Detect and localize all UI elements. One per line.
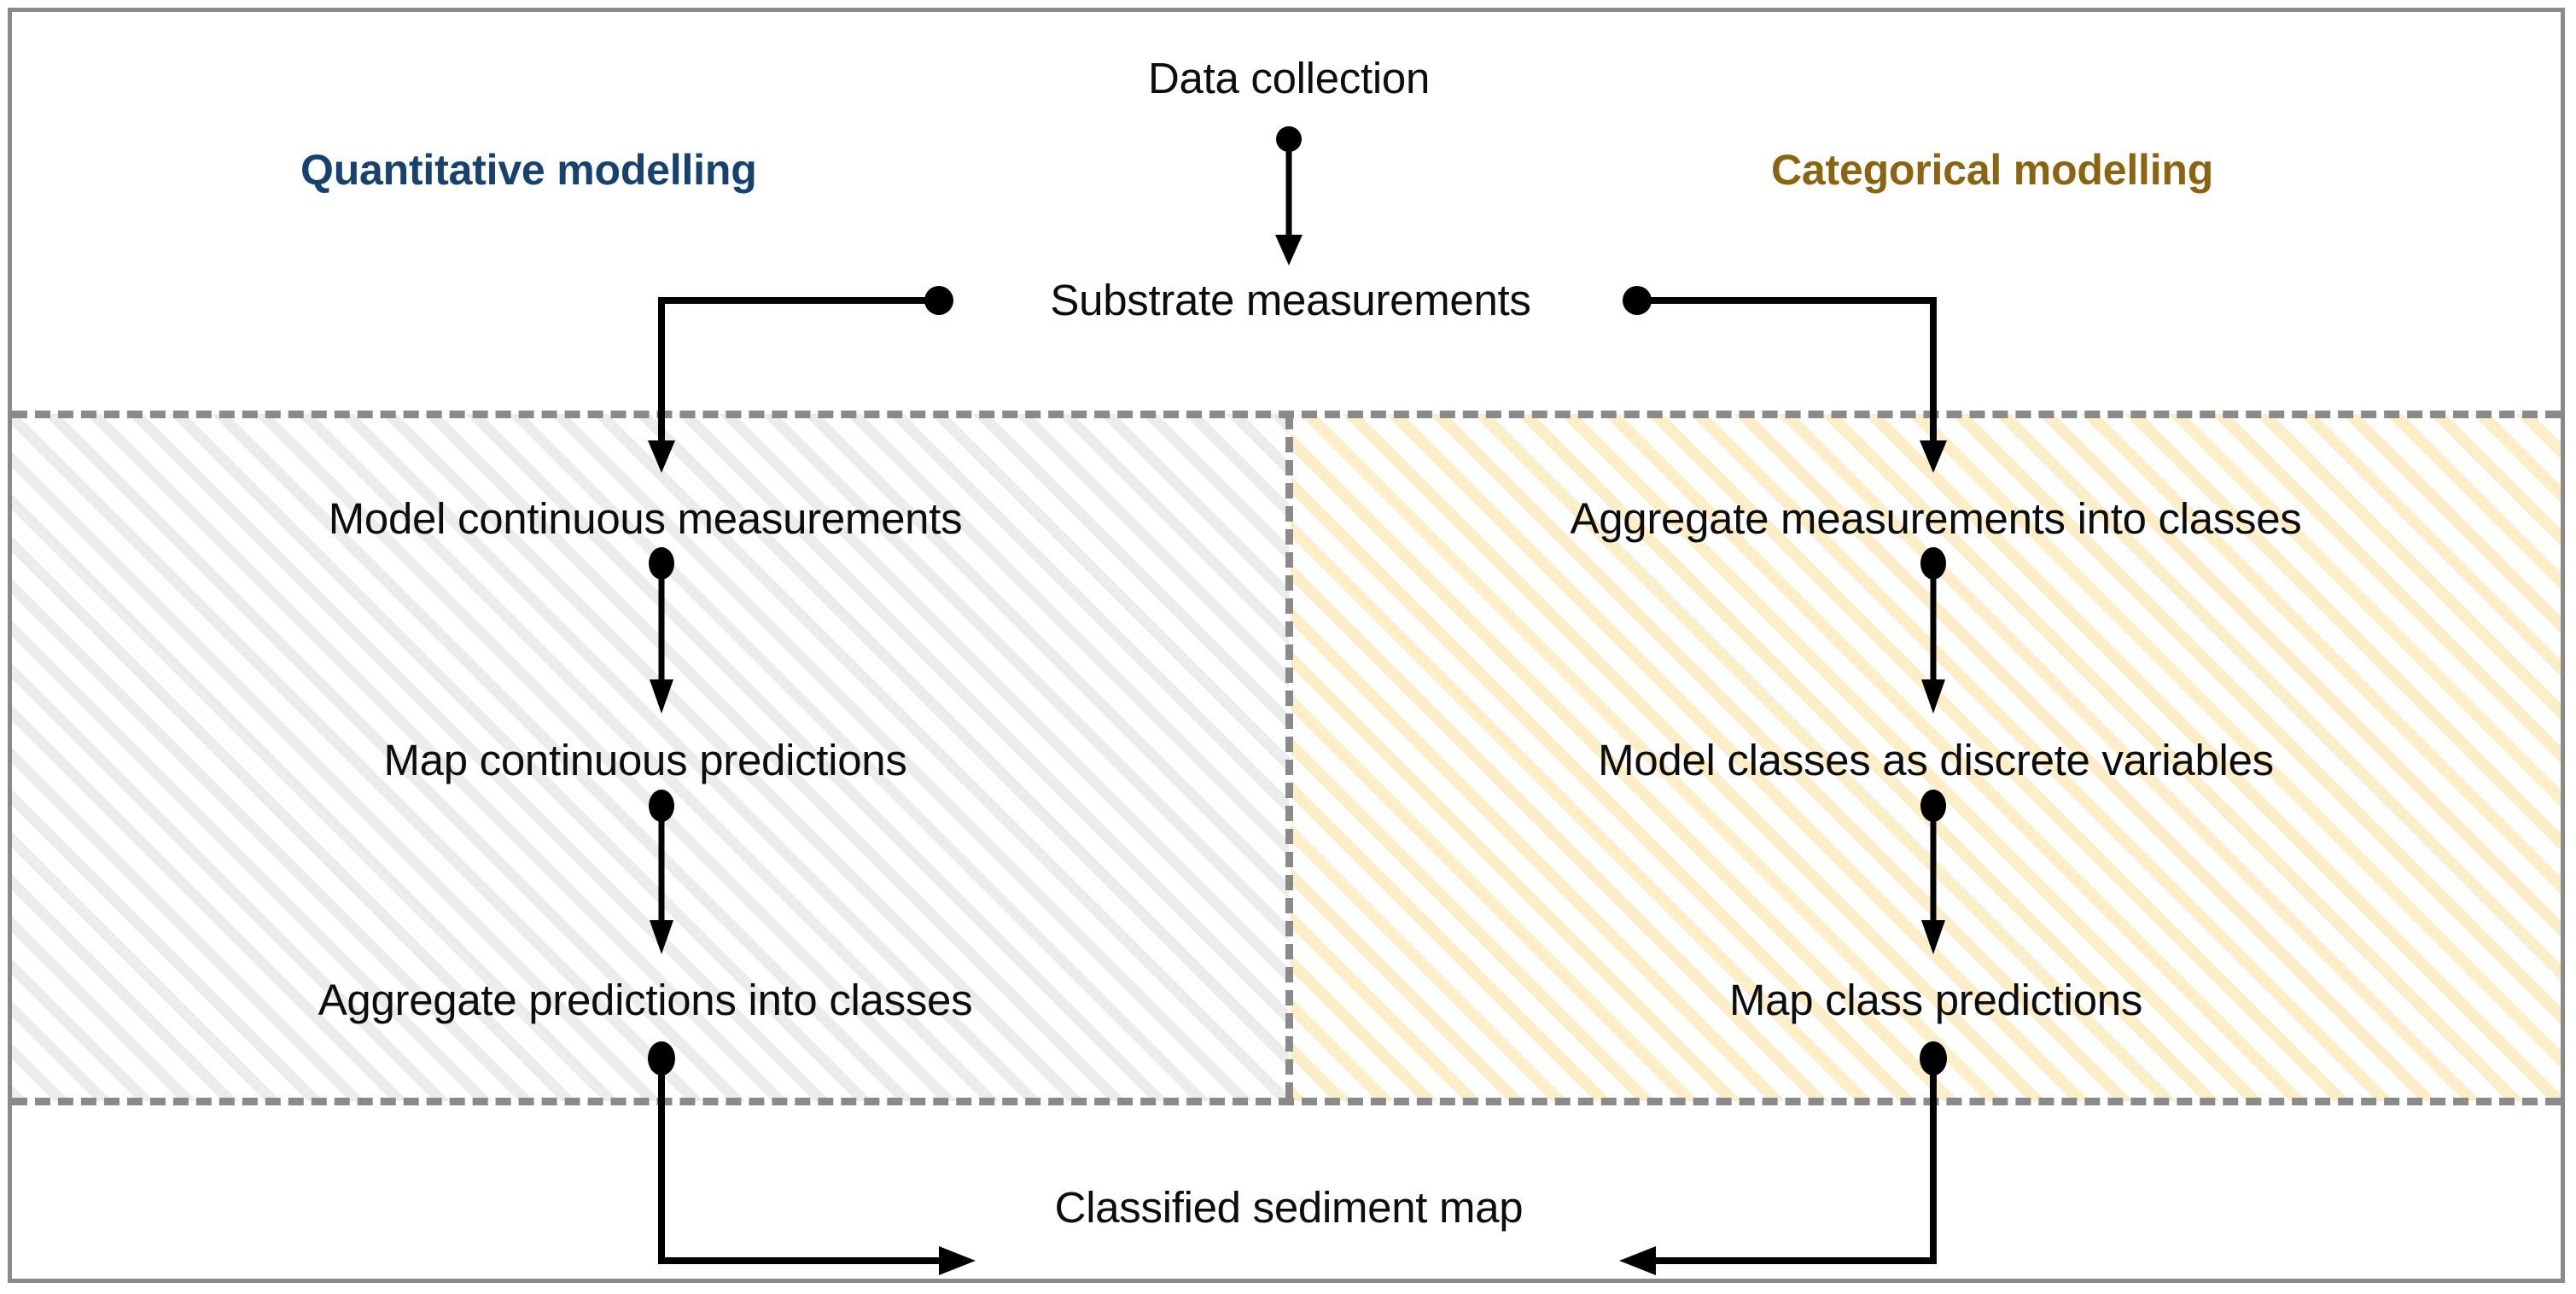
node-aggregate-predictions-into-classes: Aggregate predictions into classes	[318, 976, 973, 1024]
node-aggregate-measurements-into-classes: Aggregate measurements into classes	[1570, 494, 2302, 543]
node-substrate-measurements: Substrate measurements	[1050, 276, 1531, 324]
node-model-continuous-measurements: Model continuous measurements	[328, 494, 963, 543]
node-data-collection: Data collection	[1147, 54, 1431, 102]
modelling-zone-bottom-divider	[12, 1098, 2561, 1105]
figure-border	[8, 8, 2565, 1283]
categorical-modelling-region	[1291, 414, 2561, 1101]
categorical-modelling-heading: Categorical modelling	[1771, 146, 2214, 194]
modelling-zone-vertical-divider	[1285, 414, 1293, 1098]
node-map-class-predictions: Map class predictions	[1728, 976, 2143, 1024]
node-map-continuous-predictions: Map continuous predictions	[383, 736, 907, 784]
node-classified-sediment-map: Classified sediment map	[1054, 1183, 1524, 1232]
quantitative-modelling-heading: Quantitative modelling	[300, 146, 757, 194]
quantitative-modelling-region	[12, 414, 1289, 1101]
node-model-classes-as-discrete-variables: Model classes as discrete variables	[1598, 736, 2274, 784]
